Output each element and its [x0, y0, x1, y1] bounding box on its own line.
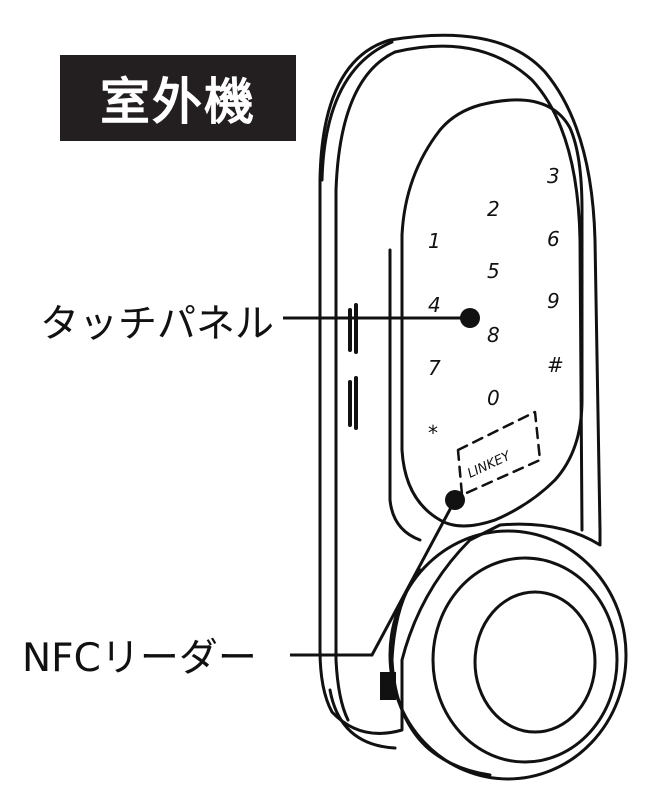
knob-outer	[388, 529, 628, 781]
key-hash: #	[547, 353, 564, 377]
nfc-area-outline	[456, 410, 542, 497]
key-star: *	[428, 421, 438, 445]
title-text: 室外機	[100, 73, 256, 131]
key-3: 3	[547, 164, 560, 188]
device-back-shell	[318, 33, 602, 735]
side-slot-lower	[348, 376, 358, 430]
key-7: 7	[428, 356, 441, 380]
key-0: 0	[487, 386, 500, 410]
knob-face	[473, 590, 597, 734]
title-box: 室外機	[60, 55, 296, 141]
keypad: 1 2 3 4 5 6 7 8 9 * 0 #	[428, 164, 564, 445]
key-4: 4	[428, 293, 441, 317]
key-1: 1	[428, 229, 441, 253]
touch-panel-outline	[400, 98, 584, 528]
brand-linkey: LINKEY	[465, 448, 514, 481]
key-2: 2	[487, 197, 500, 221]
key-5: 5	[487, 259, 500, 283]
leader-nfc-reader	[290, 499, 457, 657]
label-nfc-reader: NFCリーダー	[22, 636, 257, 681]
key-9: 9	[547, 289, 560, 313]
dot-nfc-reader	[445, 490, 465, 510]
key-8: 8	[487, 323, 500, 347]
side-slot-upper	[348, 303, 358, 354]
knob-latch	[380, 672, 396, 700]
knob-rim	[390, 568, 492, 777]
knob-inner	[431, 556, 619, 764]
key-6: 6	[547, 227, 560, 251]
label-touch-panel: タッチパネル	[40, 302, 275, 347]
device-front-shell	[334, 44, 584, 722]
dot-touch-panel	[460, 308, 480, 328]
